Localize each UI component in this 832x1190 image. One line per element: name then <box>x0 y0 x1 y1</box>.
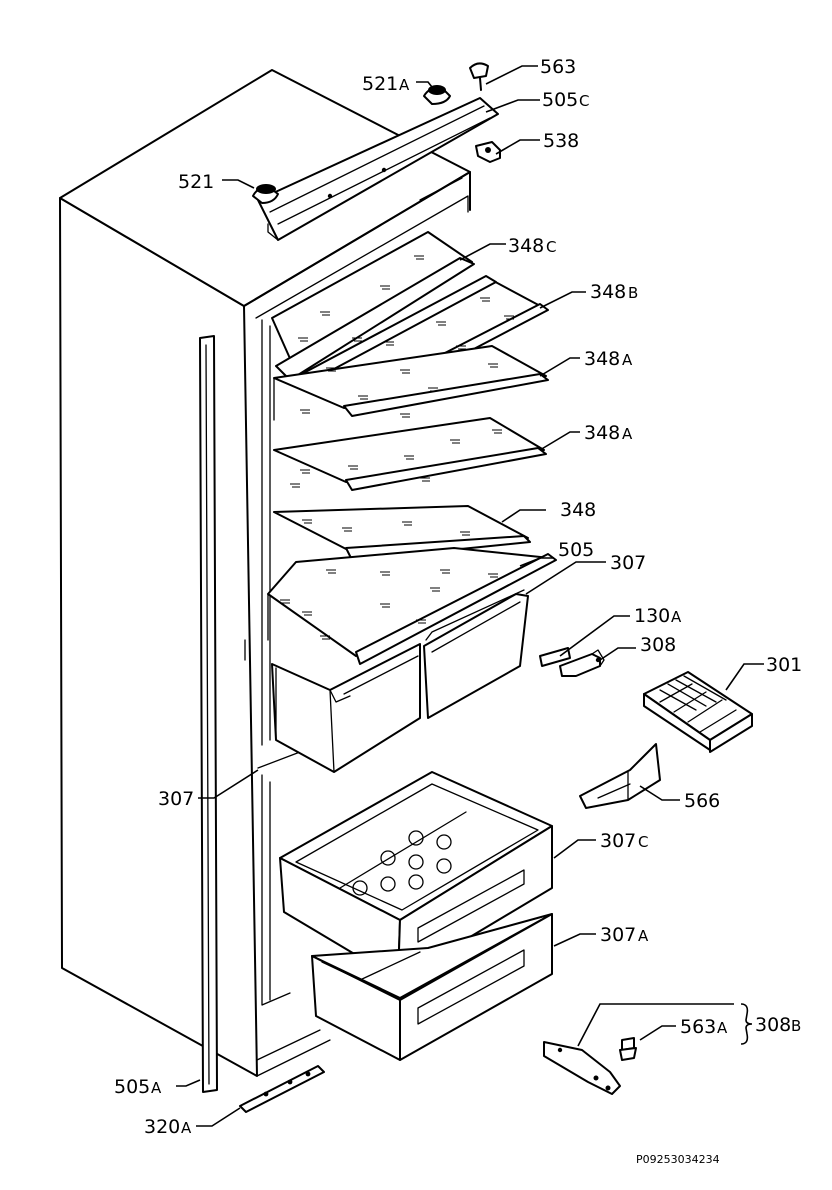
label-320a-suffix: A <box>181 1119 192 1137</box>
label-320a: 320 <box>144 1116 180 1138</box>
label-563a: 563 <box>680 1016 716 1038</box>
door-seal-strip-505a <box>199 335 218 1093</box>
label-307c-suffix: C <box>638 833 648 851</box>
label-308b-suffix: B <box>791 1017 801 1035</box>
freezer-drawer-307c <box>279 771 553 981</box>
label-307a-suffix: A <box>638 927 649 945</box>
label-348c: 348 <box>508 235 544 257</box>
label-130a-suffix: A <box>671 608 682 626</box>
crisper-307-right <box>423 589 529 719</box>
glass-plate-505 <box>267 547 557 665</box>
label-505c: 505 <box>542 89 578 111</box>
label-348a-upper-suffix: A <box>622 351 633 369</box>
label-307-left: 307 <box>158 788 194 810</box>
glass-shelf-348a-upper <box>273 345 549 421</box>
part-labels: 563 521 A 505 C 538 521 348 C 348 B 348 … <box>114 56 802 1166</box>
label-505: 505 <box>558 539 594 561</box>
hinge-cap-521 <box>252 184 279 204</box>
freezer-drawer-307a <box>311 913 553 1061</box>
label-538: 538 <box>543 130 579 152</box>
ice-scraper-566 <box>579 743 661 809</box>
label-308b: 308 <box>755 1014 791 1036</box>
screw-563a <box>619 1037 637 1061</box>
label-308: 308 <box>640 634 676 656</box>
label-348b-suffix: B <box>628 284 638 302</box>
label-563: 563 <box>540 56 576 78</box>
label-505a: 505 <box>114 1076 150 1098</box>
label-307a: 307 <box>600 924 636 946</box>
screw-563 <box>469 62 489 91</box>
bracket-538 <box>475 141 501 163</box>
label-301: 301 <box>766 654 802 676</box>
label-307-right: 307 <box>610 552 646 574</box>
glass-shelf-348a-lower <box>273 417 547 491</box>
label-521a-suffix: A <box>399 76 410 94</box>
label-505a-suffix: A <box>151 1079 162 1097</box>
hinge-320a <box>239 1065 325 1113</box>
glass-shelf-348 <box>273 505 531 561</box>
label-521a: 521 <box>362 73 398 95</box>
bracket-308 <box>559 649 605 677</box>
label-348c-suffix: C <box>546 238 556 256</box>
label-348a-upper: 348 <box>584 348 620 370</box>
label-130a: 130 <box>634 605 670 627</box>
label-307c: 307 <box>600 830 636 852</box>
crisper-307-left <box>271 643 421 773</box>
glass-hatch-marks <box>280 255 514 640</box>
hinge-plate-308b <box>543 1041 621 1095</box>
label-521: 521 <box>178 171 214 193</box>
label-348b: 348 <box>590 281 626 303</box>
clip-130a <box>539 647 571 667</box>
label-348: 348 <box>560 499 596 521</box>
label-348a-lower-suffix: A <box>622 425 633 443</box>
ice-tray-301 <box>643 671 753 753</box>
label-566: 566 <box>684 790 720 812</box>
leader-lines <box>176 65 764 1127</box>
label-563a-suffix: A <box>717 1019 728 1037</box>
hinge-cap-521a <box>423 85 451 105</box>
top-rail-505c <box>257 97 499 241</box>
label-505c-suffix: C <box>579 92 589 110</box>
glass-shelf-348c <box>271 231 475 381</box>
drawing-code: P09253034234 <box>636 1153 720 1166</box>
label-348a-lower: 348 <box>584 422 620 444</box>
